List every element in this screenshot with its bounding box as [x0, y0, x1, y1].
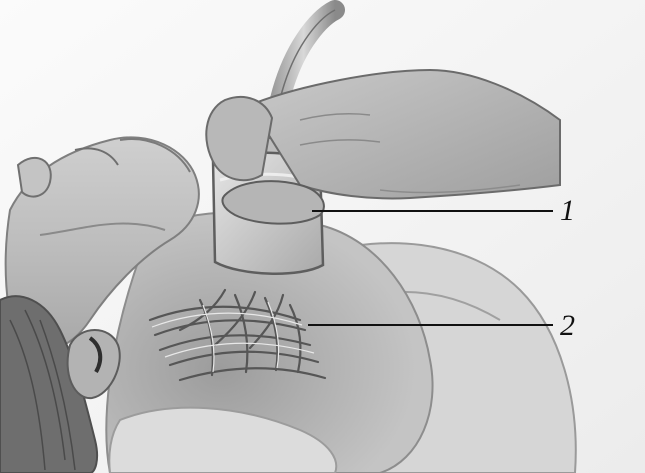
- nose: [18, 158, 51, 197]
- callout-label-2: 2: [560, 311, 575, 341]
- finger-index: [206, 97, 272, 180]
- thumb: [222, 181, 323, 224]
- callout-label-1: 1: [560, 196, 575, 226]
